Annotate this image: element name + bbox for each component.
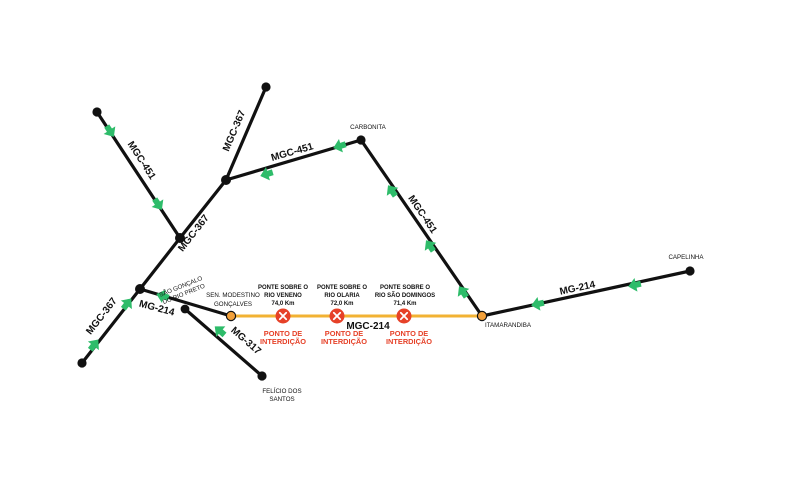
svg-text:SEN. MODESTINO: SEN. MODESTINO [206, 292, 260, 299]
node-junction-mid [175, 233, 185, 243]
green-arrow-icon [386, 185, 399, 198]
green-arrow-icon [214, 326, 227, 338]
svg-text:INTERDIÇÃO: INTERDIÇÃO [386, 337, 432, 346]
node-northwest-end [92, 107, 102, 117]
svg-text:PONTE SOBRE O: PONTE SOBRE O [380, 285, 430, 291]
node-felicio [257, 371, 267, 381]
svg-text:INTERDIÇÃO: INTERDIÇÃO [321, 337, 367, 346]
route-nodes [77, 82, 695, 381]
node-capelinha [685, 266, 695, 276]
svg-text:RIO OLARIA: RIO OLARIA [324, 293, 360, 299]
x-circle-icon [275, 308, 291, 324]
green-arrow-icon [628, 277, 642, 292]
green-arrow-icon [151, 197, 164, 210]
node-southwest-end [77, 358, 87, 368]
svg-text:PONTO DE: PONTO DE [325, 329, 364, 338]
node-sao-goncalo [135, 284, 145, 294]
road-label-mgc214-closed: MGC-214 [346, 321, 390, 332]
green-arrow-icon [87, 339, 99, 352]
road-label-mgc367-north: MGC-367 [221, 109, 248, 154]
x-circle-icon [329, 308, 345, 324]
svg-text:RIO SÃO DOMINGOS: RIO SÃO DOMINGOS [375, 292, 435, 299]
city-label-sen-modestino: SEN. MODESTINO GONÇALVES [206, 292, 260, 308]
svg-text:PONTE SOBRE O: PONTE SOBRE O [258, 285, 308, 291]
bridge-rio-sao-domingos: PONTE SOBRE O RIO SÃO DOMINGOS 71,4 Km P… [375, 285, 435, 346]
green-arrow-icon [156, 289, 170, 303]
road-network [80, 85, 692, 378]
svg-text:INTERDIÇÃO: INTERDIÇÃO [260, 337, 306, 346]
green-arrow-icon [424, 240, 437, 253]
svg-text:FELÍCIO DOS: FELÍCIO DOS [262, 388, 301, 395]
node-sen-modestino [225, 310, 237, 322]
svg-text:GONÇALVES: GONÇALVES [214, 301, 252, 308]
green-arrow-icon [457, 286, 470, 299]
node-north-end [261, 82, 271, 92]
svg-text:SANTOS: SANTOS [269, 396, 294, 403]
node-junction-upper [221, 175, 231, 185]
city-label-capelinha: CAPELINHA [668, 254, 704, 261]
green-arrow-icon [333, 139, 347, 153]
svg-text:PONTO DE: PONTO DE [390, 329, 429, 338]
green-arrow-icon [120, 298, 132, 311]
city-label-carbonita: CARBONITA [350, 124, 387, 131]
svg-text:72,0 Km: 72,0 Km [330, 301, 353, 307]
svg-text:PONTO DE: PONTO DE [264, 329, 303, 338]
city-label-itamarandiba: ITAMARANDIBA [485, 322, 532, 329]
node-carbonita [356, 135, 366, 145]
green-arrow-icon [260, 167, 274, 181]
bridge-rio-olaria: PONTE SOBRE O RIO OLARIA 72,0 Km PONTO D… [317, 285, 367, 346]
green-arrow-icon [103, 124, 116, 137]
city-label-felicio: FELÍCIO DOS SANTOS [262, 388, 301, 403]
road-label-mgc367-south: MGC-367 [84, 296, 120, 337]
node-itamarandiba [476, 310, 488, 322]
bridge-rio-veneno: PONTE SOBRE O RIO VENENO 74,0 Km PONTO D… [258, 285, 308, 346]
svg-text:PONTE SOBRE O: PONTE SOBRE O [317, 285, 367, 291]
detour-arrows [87, 124, 642, 352]
x-circle-icon [396, 308, 412, 324]
svg-text:74,0 Km: 74,0 Km [271, 301, 294, 307]
green-arrow-icon [531, 296, 545, 311]
svg-text:RIO VENENO: RIO VENENO [264, 293, 302, 299]
svg-text:71,4 Km: 71,4 Km [393, 301, 416, 307]
node-junction-mg317 [180, 304, 190, 314]
